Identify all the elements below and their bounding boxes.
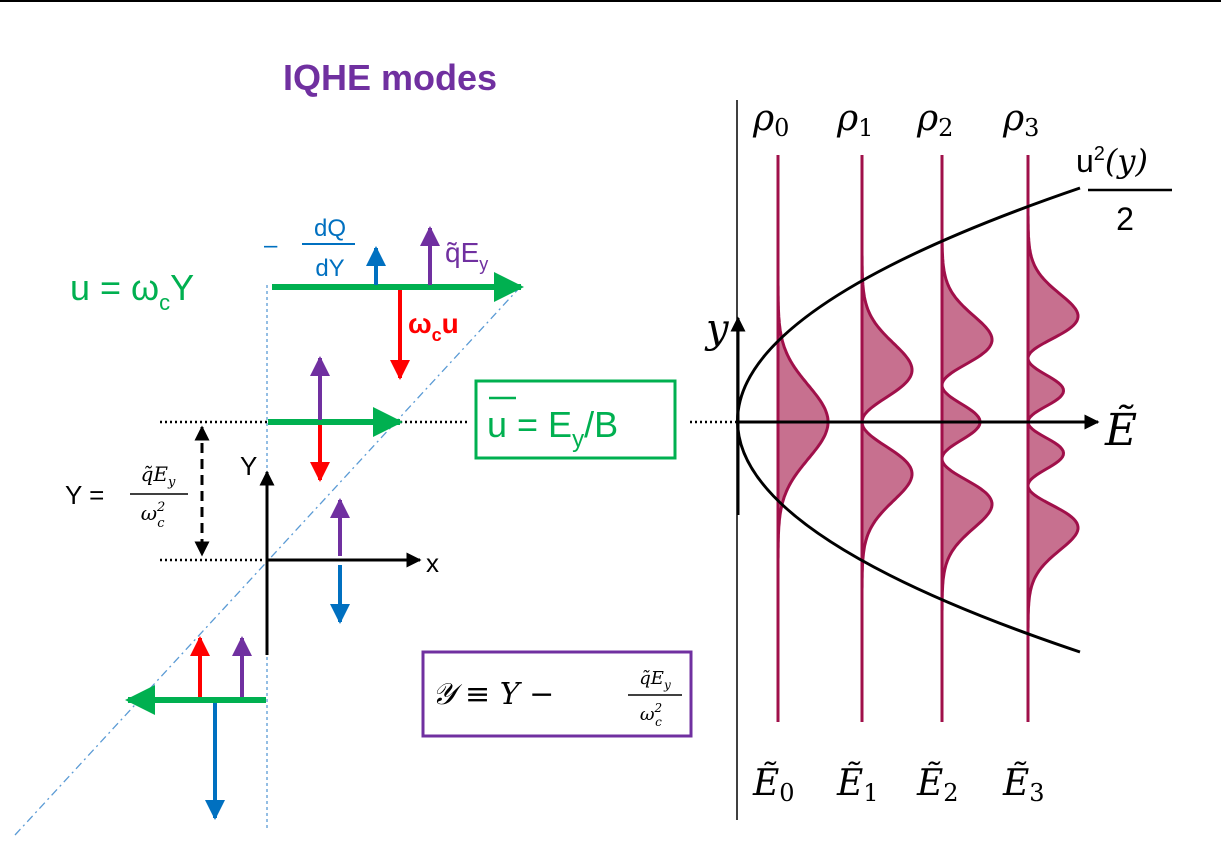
svg-text:Y =: Y = bbox=[65, 480, 104, 510]
y-axis-right-label: 𝑦 bbox=[704, 306, 730, 352]
energy-axis-label: Ẽ bbox=[1104, 403, 1137, 456]
x-axis-label: x bbox=[426, 548, 439, 578]
rho-labels: ρ0 ρ1 ρ2 ρ3 bbox=[752, 98, 1039, 142]
svg-text:dQ: dQ bbox=[314, 215, 346, 242]
svg-text:ω2c: ω2c bbox=[141, 500, 166, 531]
svg-text:q̃Ey: q̃Ey bbox=[141, 462, 176, 490]
energy-label-2: Ẽ2 bbox=[916, 762, 959, 807]
rho-label-2: ρ2 bbox=[916, 98, 953, 142]
energy-label-0: Ẽ0 bbox=[752, 762, 795, 807]
svg-text:q̃Ey: q̃Ey bbox=[639, 668, 671, 692]
density-profiles bbox=[776, 155, 1080, 722]
rho-label-3: ρ3 bbox=[1002, 98, 1039, 142]
energy-labels: Ẽ0 Ẽ1 Ẽ2 Ẽ3 bbox=[752, 762, 1045, 807]
density-curve-2 bbox=[940, 155, 994, 721]
parabola-label: u2(𝑦) 2 bbox=[1076, 142, 1172, 237]
svg-text:ω2c: ω2c bbox=[640, 701, 662, 729]
density-fill-1 bbox=[862, 155, 912, 722]
svg-text:2: 2 bbox=[1116, 201, 1134, 237]
density-fill-2 bbox=[942, 155, 992, 722]
qe-force-label: q̃Ey bbox=[445, 237, 488, 274]
svg-text:u = Ey/B: u = Ey/B bbox=[487, 404, 618, 453]
svg-text:𝒴 ≡ Y −: 𝒴 ≡ Y − bbox=[432, 677, 554, 712]
svg-text:–: – bbox=[264, 232, 278, 259]
dq-dy-label: – dQ dY bbox=[264, 215, 355, 282]
y-axis-label: Y bbox=[240, 451, 257, 481]
energy-label-1: Ẽ1 bbox=[836, 762, 879, 807]
density-curve-3 bbox=[1026, 155, 1080, 721]
density-fill-0 bbox=[778, 155, 828, 722]
svg-text:u2(𝑦): u2(𝑦) bbox=[1076, 142, 1148, 180]
energy-label-3: Ẽ3 bbox=[1002, 762, 1045, 807]
rho-label-0: ρ0 bbox=[752, 98, 789, 142]
svg-text:dY: dY bbox=[315, 255, 344, 282]
lorentz-force-label: ωcu bbox=[408, 308, 459, 345]
u-equation: u = ωcY bbox=[70, 267, 194, 315]
density-curve-0 bbox=[776, 155, 830, 721]
drift-velocity-box: u = Ey/B bbox=[474, 379, 677, 460]
density-curve-1 bbox=[860, 155, 914, 721]
density-fill-3 bbox=[1028, 155, 1078, 722]
slide-title: IQHE modes bbox=[283, 57, 497, 98]
rho-label-1: ρ1 bbox=[836, 98, 873, 142]
